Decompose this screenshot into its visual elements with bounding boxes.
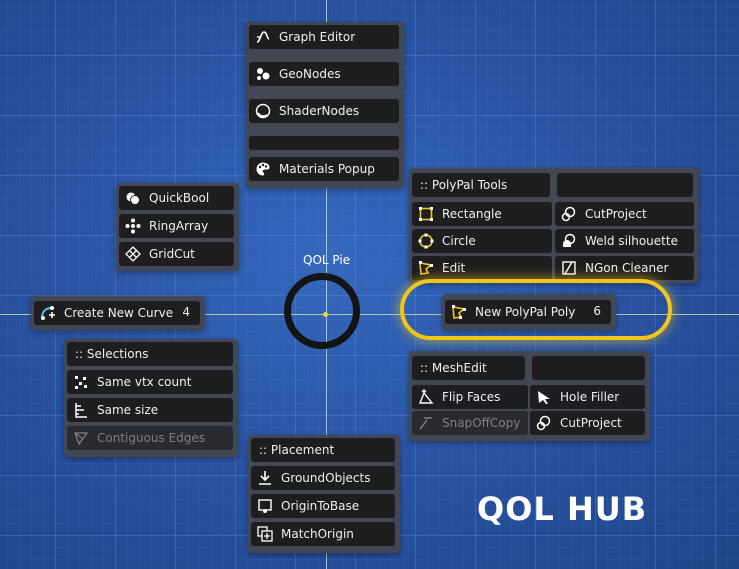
empty-slot bbox=[532, 356, 645, 380]
selections-header: :: Selections bbox=[67, 342, 233, 366]
curve-icon bbox=[40, 305, 56, 321]
cutproject-label: CutProject bbox=[585, 207, 647, 221]
shadernodes-button[interactable]: ShaderNodes bbox=[249, 99, 399, 123]
weld-icon bbox=[561, 233, 577, 249]
left-tools-panel: QuickBool RingArray GridCut bbox=[116, 183, 239, 271]
top-menu-panel: Graph Editor GeoNodes ShaderNodes Materi… bbox=[246, 22, 404, 188]
meshedit-cutproject-label: CutProject bbox=[560, 416, 622, 430]
shortcut-number: 6 bbox=[593, 304, 601, 318]
ngon-cleaner-button[interactable]: NGon Cleaner bbox=[555, 256, 694, 280]
matchorigin-button[interactable]: MatchOrigin bbox=[251, 522, 395, 546]
palette-icon bbox=[255, 161, 271, 177]
circle-label: Circle bbox=[442, 234, 476, 248]
quickbool-button[interactable]: QuickBool bbox=[119, 186, 234, 210]
groundobjects-button[interactable]: GroundObjects bbox=[251, 466, 395, 490]
grid-icon bbox=[125, 246, 141, 262]
graph-editor-label: Graph Editor bbox=[279, 30, 356, 44]
horizontal-axis-line bbox=[0, 314, 739, 315]
materials-popup-button[interactable]: Materials Popup bbox=[249, 157, 399, 181]
same-vtx-count-label: Same vtx count bbox=[97, 375, 192, 389]
gridcut-button[interactable]: GridCut bbox=[119, 242, 234, 266]
highlight-ring bbox=[400, 279, 672, 340]
matchorigin-label: MatchOrigin bbox=[281, 527, 354, 541]
meshedit-cutproject-button[interactable]: CutProject bbox=[530, 411, 645, 435]
shortcut-number: 4 bbox=[182, 305, 190, 319]
boolean-icon bbox=[125, 190, 141, 206]
snapoffcopy-button[interactable]: SnapOffCopy bbox=[412, 411, 528, 435]
pie-title: QOL Pie bbox=[303, 253, 351, 267]
cut-project-icon bbox=[536, 415, 552, 431]
shader-sphere-icon bbox=[255, 103, 271, 119]
geonodes-label: GeoNodes bbox=[279, 67, 341, 81]
quickbool-label: QuickBool bbox=[149, 191, 210, 205]
hole-filler-label: Hole Filler bbox=[560, 390, 620, 404]
same-vtx-count-button[interactable]: Same vtx count bbox=[67, 370, 233, 394]
empty-slot bbox=[249, 136, 399, 150]
vertex-icon bbox=[73, 374, 89, 390]
placement-header: :: Placement bbox=[251, 438, 395, 462]
create-curve-panel: Create New Curve 4 bbox=[31, 296, 205, 330]
graph-editor-button[interactable]: Graph Editor bbox=[249, 25, 399, 49]
contiguous-edges-button[interactable]: Contiguous Edges bbox=[67, 426, 233, 450]
new-polypal-poly-label: New PolyPal Poly bbox=[475, 305, 576, 319]
ngon-cleaner-label: NGon Cleaner bbox=[585, 261, 669, 275]
flip-faces-label: Flip Faces bbox=[442, 390, 501, 404]
pie-center-dot bbox=[323, 312, 328, 317]
poly-icon bbox=[451, 304, 467, 320]
groundobjects-label: GroundObjects bbox=[281, 471, 371, 485]
geonodes-button[interactable]: GeoNodes bbox=[249, 62, 399, 86]
ground-icon bbox=[257, 470, 273, 486]
placement-panel: :: Placement GroundObjects OriginToBase … bbox=[248, 435, 400, 553]
same-size-label: Same size bbox=[97, 403, 159, 417]
size-icon bbox=[73, 402, 89, 418]
snapoffcopy-label: SnapOffCopy bbox=[442, 416, 521, 430]
rectangle-icon bbox=[418, 206, 434, 222]
pie-center-ring bbox=[284, 273, 360, 349]
selections-panel: :: Selections Same vtx count Same size C… bbox=[64, 339, 238, 457]
hole-filler-button[interactable]: Hole Filler bbox=[530, 385, 645, 409]
snap-icon bbox=[418, 415, 434, 431]
edit-button[interactable]: Edit bbox=[412, 256, 552, 280]
meshedit-panel: :: MeshEdit Flip Faces SnapOffCopy Hole … bbox=[409, 351, 650, 441]
materials-popup-label: Materials Popup bbox=[279, 162, 375, 176]
ringarray-label: RingArray bbox=[149, 219, 209, 233]
geonodes-icon bbox=[255, 66, 271, 82]
ring-array-icon bbox=[125, 218, 141, 234]
edit-poly-icon bbox=[418, 260, 434, 276]
ringarray-button[interactable]: RingArray bbox=[119, 214, 234, 238]
cut-project-icon bbox=[561, 206, 577, 222]
graph-curve-icon bbox=[255, 29, 271, 45]
circle-button[interactable]: Circle bbox=[412, 229, 552, 253]
new-polypal-panel: New PolyPal Poly 6 bbox=[442, 294, 616, 330]
same-size-button[interactable]: Same size bbox=[67, 398, 233, 422]
origintobase-label: OriginToBase bbox=[281, 499, 360, 513]
gridcut-label: GridCut bbox=[149, 247, 195, 261]
empty-slot bbox=[557, 173, 693, 197]
flip-faces-button[interactable]: Flip Faces bbox=[412, 385, 528, 409]
circle-icon bbox=[418, 233, 434, 249]
rectangle-label: Rectangle bbox=[442, 207, 502, 221]
create-new-curve-label: Create New Curve bbox=[64, 306, 174, 320]
create-new-curve-button[interactable]: Create New Curve 4 bbox=[34, 301, 200, 325]
shadernodes-label: ShaderNodes bbox=[279, 104, 360, 118]
meshedit-header: :: MeshEdit bbox=[412, 356, 525, 380]
origintobase-button[interactable]: OriginToBase bbox=[251, 494, 395, 518]
qol-hub-logo: QOL HUB bbox=[477, 490, 648, 528]
match-origin-icon bbox=[257, 526, 273, 542]
contiguous-edges-label: Contiguous Edges bbox=[97, 431, 206, 445]
edit-label: Edit bbox=[442, 261, 466, 275]
new-polypal-poly-button[interactable]: New PolyPal Poly 6 bbox=[445, 300, 611, 324]
rectangle-button[interactable]: Rectangle bbox=[412, 202, 552, 226]
origin-icon bbox=[257, 498, 273, 514]
flip-icon bbox=[418, 389, 434, 405]
edges-icon bbox=[73, 430, 89, 446]
polypal-tools-header: :: PolyPal Tools bbox=[412, 173, 550, 197]
weld-silhouette-button[interactable]: Weld silhouette bbox=[555, 229, 694, 253]
cutproject-button[interactable]: CutProject bbox=[555, 202, 694, 226]
weld-silhouette-label: Weld silhouette bbox=[585, 234, 678, 248]
hole-filler-icon bbox=[536, 389, 552, 405]
polypal-tools-panel: :: PolyPal Tools Rectangle Circle Edit C… bbox=[409, 168, 699, 283]
ngon-icon bbox=[561, 260, 577, 276]
